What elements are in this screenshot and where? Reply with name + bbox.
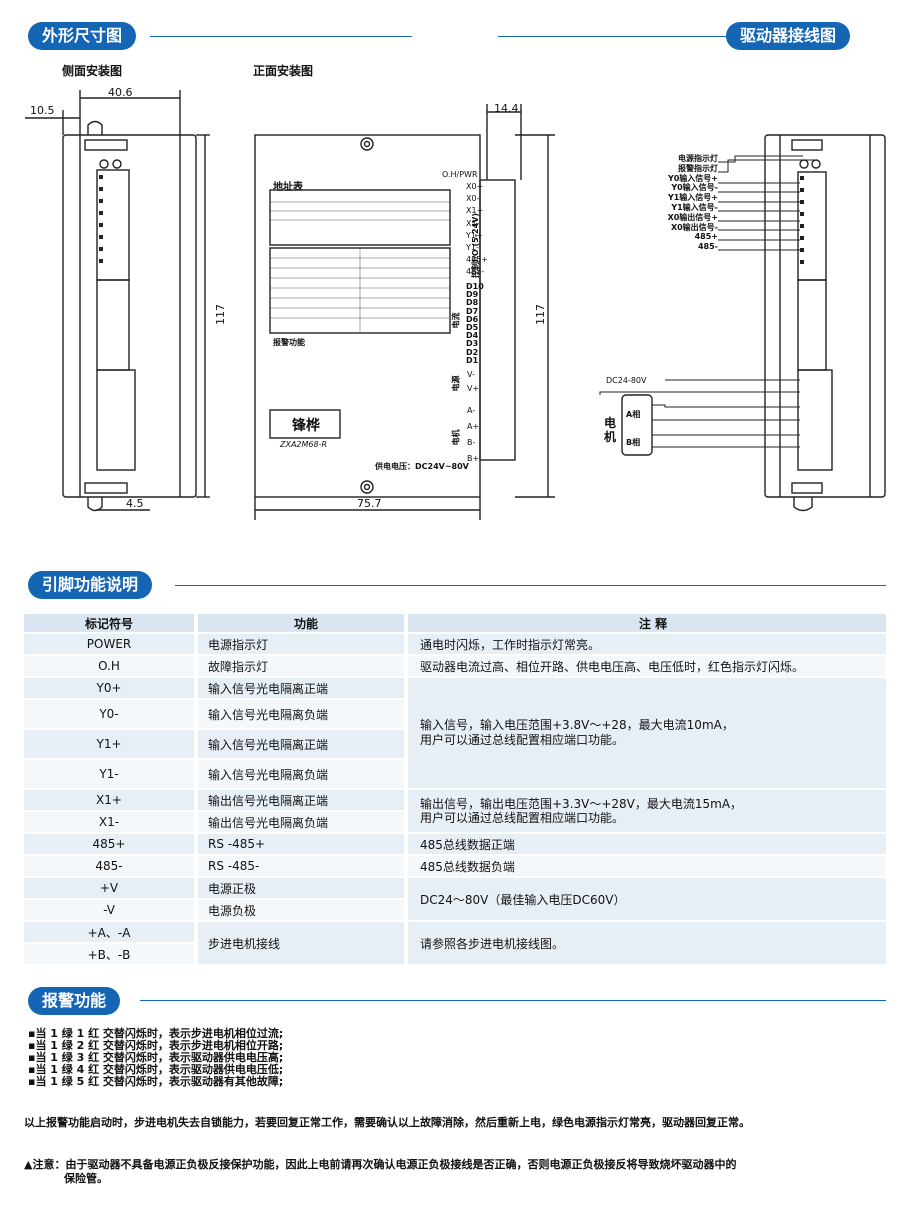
wiring-motor-label: 电机 <box>604 416 617 444</box>
motor-phase-box <box>621 394 653 456</box>
table-row: X1+ 输出信号光电隔离正端 输出信号，输出电压范围+3.3V～+28V，最大电… <box>24 790 886 832</box>
side-view-label: 侧面安装图 <box>62 64 123 78</box>
header-function: 功能 <box>194 614 404 632</box>
table-row: +A、-A 步进电机接线 请参照各步进电机接线图。 <box>24 922 886 964</box>
header-symbol: 标记符号 <box>24 614 194 632</box>
wiring-title-rule <box>498 36 734 37</box>
table-row: +V 电源正极 DC24～80V（最佳输入电压DC60V） <box>24 878 886 920</box>
pin-function-table: 标记符号 功能 注 释 POWER 电源指示灯 通电时闪烁，工作时指示灯常亮。 … <box>24 612 886 966</box>
dim-14-4: 14.4 <box>494 102 519 115</box>
header-notes: 注 释 <box>404 614 886 632</box>
list-item: ▪当 1 绿 5 红 交替闪烁时，表示驱动器有其他故障; <box>28 1075 284 1088</box>
dimension-drawings <box>25 90 886 520</box>
list-item: ▪当 1 绿 2 红 交替闪烁时，表示步进电机相位开路; <box>28 1039 284 1052</box>
pins-title-rule <box>175 585 886 586</box>
dim-117-front: 117 <box>534 304 547 325</box>
phase-a-label: A相 <box>626 410 641 419</box>
table-row: -V 电源负极 <box>24 900 886 920</box>
wiring-signal-labels: 电源指示灯 报警指示灯 Y0输入信号+ Y0输入信号- Y1输入信号+ Y1输入… <box>667 154 718 252</box>
output-note-cell: 输出信号，输出电压范围+3.3V～+28V，最大电流15mA， 用户可以通过总线… <box>404 790 886 832</box>
brand-logo-box <box>269 409 341 439</box>
table-row: +B、-B <box>24 944 886 964</box>
dim-75-7: 75.7 <box>357 497 382 510</box>
warning-note-line1: ▲注意：由于驱动器不具备电源正负极反接保护功能，因此上电前请再次确认电源正负极接… <box>24 1158 737 1171</box>
dim-4-5: 4.5 <box>126 497 144 510</box>
oh-pwr-label: O.H/PWR <box>442 170 478 179</box>
table-row: Y0- 输入信号光电隔离负端 <box>24 700 886 728</box>
power-label: 电源 <box>451 375 461 392</box>
wiring-drive-body <box>764 134 886 498</box>
dim-40-6: 40.6 <box>108 86 133 99</box>
motor-label: 电机 <box>451 429 461 446</box>
dimensions-title: 外形尺寸图 <box>28 22 137 50</box>
address-table-label: 地址表 <box>273 182 303 193</box>
warning-note-line2: 保险管。 <box>64 1172 108 1185</box>
front-view-label: 正面安装图 <box>253 64 314 78</box>
power-pin-list: V- V+ <box>467 370 480 393</box>
current-pin-list: D10 D9 D8 D7 D6 D5 D4 D3 D2 D1 <box>466 282 484 365</box>
wiring-title: 驱动器接线图 <box>726 22 851 50</box>
front-alarm-label: 报警功能 <box>273 338 305 347</box>
list-item: ▪当 1 绿 4 红 交替闪烁时，表示驱动器供电电压低; <box>28 1063 284 1076</box>
table-row: 485- RS -485- 485总线数据负端 <box>24 856 886 876</box>
motor-pin-list: A- A+ B- B+ <box>467 406 480 463</box>
list-item: ▪当 1 绿 1 红 交替闪烁时，表示步进电机相位过流; <box>28 1027 284 1040</box>
current-label: 电流 <box>451 312 461 329</box>
alarm-title: 报警功能 <box>28 987 121 1015</box>
input-note-cell: 输入信号，输入电压范围+3.8V～+28，最大电流10mA， 用户可以通过总线配… <box>404 678 886 788</box>
list-item: ▪当 1 绿 3 红 交替闪烁时，表示驱动器供电电压高; <box>28 1051 284 1064</box>
dc-supply-label: DC24-80V <box>606 376 647 385</box>
side-power-connector <box>96 369 136 471</box>
side-view-body <box>62 134 197 498</box>
io-pin-list: X0+ X0- X1+ X1- Y1+ Y1- 485+ 485- <box>466 182 488 277</box>
table-header-row: 标记符号 功能 注 释 <box>24 614 886 632</box>
table-row: Y0+ 输入信号光电隔离正端 输入信号，输入电压范围+3.8V～+28，最大电流… <box>24 678 886 788</box>
alarm-list: ▪当 1 绿 1 红 交替闪烁时，表示步进电机相位过流; ▪当 1 绿 2 红 … <box>28 1028 283 1088</box>
alarm-title-rule <box>140 1000 886 1001</box>
table-row: Y1+ 输入信号光电隔离正端 <box>24 730 886 758</box>
side-dip-switch <box>96 279 130 371</box>
recovery-text: 以上报警功能启动时，步进电机失去自锁能力，若要回复正常工作，需要确认以上故障消除… <box>24 1116 750 1129</box>
pins-title: 引脚功能说明 <box>28 571 153 599</box>
phase-b-label: B相 <box>626 438 641 447</box>
brand-name: 锋桦 <box>292 418 320 434</box>
model-number: ZXA2M68-R <box>280 440 328 449</box>
table-row: Y1- 输入信号光电隔离负端 <box>24 760 886 788</box>
supply-voltage-label: 供电电压：DC24V~80V <box>375 462 469 471</box>
table-row: POWER 电源指示灯 通电时闪烁，工作时指示灯常亮。 <box>24 634 886 654</box>
table-row: X1- 输出信号光电隔离负端 <box>24 812 886 832</box>
dimensions-title-rule <box>150 36 412 37</box>
wiring-power-connector <box>797 369 833 471</box>
table-row: 485+ RS -485+ 485总线数据正端 <box>24 834 886 854</box>
table-row: O.H 故障指示灯 驱动器电流过高、相位开路、供电电压高、电压低时，红色指示灯闪… <box>24 656 886 676</box>
dim-10-5: 10.5 <box>30 104 55 117</box>
dim-117-side: 117 <box>214 304 227 325</box>
